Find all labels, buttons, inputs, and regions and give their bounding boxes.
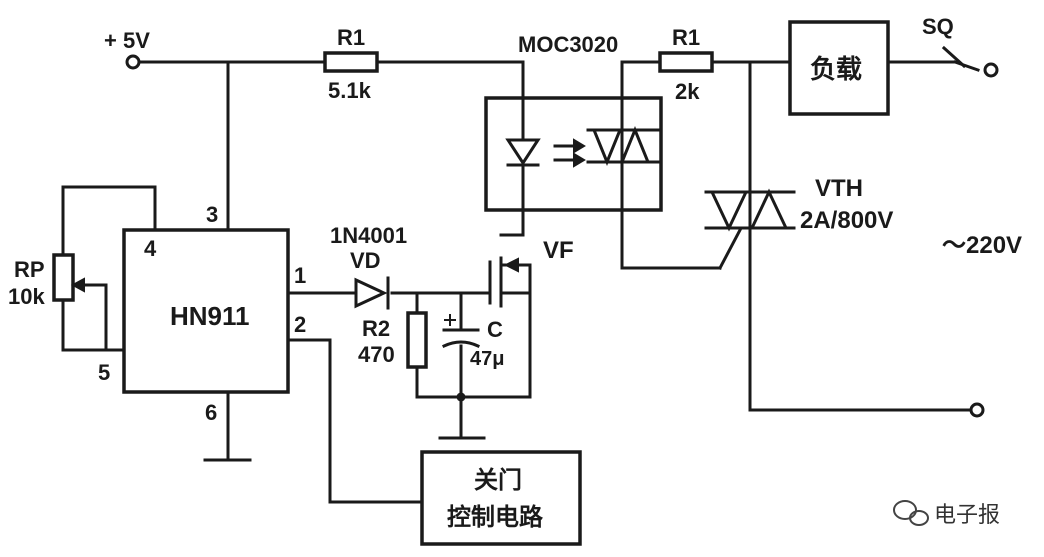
- r1-left-ref: R1: [337, 25, 365, 50]
- door-control-box: [420, 450, 582, 546]
- mains-terminal-bottom: [969, 402, 985, 418]
- optocoupler-moc3020: [484, 96, 663, 212]
- r2-ref: R2: [362, 316, 390, 341]
- optocoupler-name: MOC3020: [518, 32, 618, 57]
- supply-label: + 5V: [104, 28, 150, 53]
- pin-6-label: 6: [205, 400, 217, 425]
- mains-terminal-top: [983, 62, 999, 78]
- r1-right-value: 2k: [675, 79, 700, 104]
- led-icon: [505, 138, 541, 172]
- load-box: [788, 20, 890, 116]
- pin-2-label: 2: [294, 312, 306, 337]
- r1-right-resistor: [658, 51, 714, 73]
- diode-part: 1N4001: [330, 223, 407, 248]
- mosfet-ref: VF: [543, 237, 574, 264]
- r2-value: 470: [358, 342, 395, 367]
- r1-left-value: 5.1k: [328, 78, 372, 103]
- r1-left-resistor: [323, 51, 379, 73]
- triac-icon: [704, 188, 796, 232]
- wechat-logo-icon: [893, 500, 929, 526]
- ic-name: HN911: [170, 301, 250, 331]
- door-control-line2: 控制电路: [447, 503, 544, 531]
- rp-ref: RP: [14, 257, 45, 282]
- watermark-text: 电子报: [934, 503, 1000, 528]
- capacitor-icon: [442, 314, 480, 348]
- capacitor-value: 47μ: [470, 348, 504, 370]
- capacitor-ref: C: [487, 317, 503, 342]
- wires: [61, 45, 980, 504]
- wiper-arrow-icon: [70, 277, 85, 293]
- pin-4-label: 4: [144, 236, 157, 261]
- diode-ref: VD: [350, 248, 381, 273]
- r2-resistor: [406, 311, 428, 369]
- pin-5-label: 5: [98, 360, 110, 385]
- switch-ref: SQ: [922, 14, 954, 39]
- door-control-line1: 关门: [474, 466, 522, 494]
- diode-icon: [354, 276, 390, 310]
- r1-right-ref: R1: [672, 25, 700, 50]
- mosfet-arrow-icon: [503, 257, 519, 273]
- pin-3-label: 3: [206, 202, 218, 227]
- rp-potentiometer: [52, 253, 75, 302]
- photo-triac-icon: [586, 126, 660, 166]
- junction-dot: [456, 392, 466, 402]
- ic-hn911: [122, 228, 290, 394]
- light-emission-arrows-icon: [553, 138, 586, 168]
- pin-1-label: 1: [294, 263, 306, 288]
- triac-rating: 2A/800V: [800, 207, 893, 234]
- rp-value: 10k: [8, 284, 45, 309]
- vcc-terminal: [125, 54, 141, 70]
- triac-ref: VTH: [815, 175, 863, 202]
- mains-label: ～220V: [942, 232, 1022, 259]
- load-label: 负载: [810, 55, 862, 85]
